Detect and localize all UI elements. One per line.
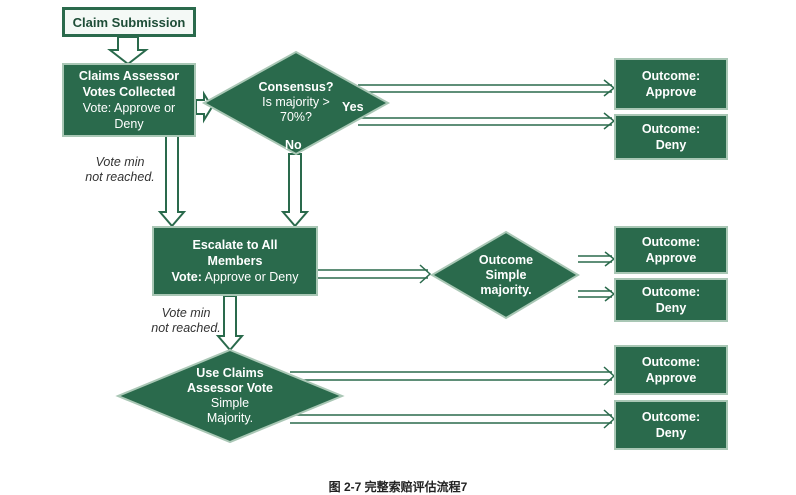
outcome-1-title: Outcome: [641, 69, 701, 83]
arrow-majority-to-deny [578, 286, 616, 302]
escalate-body: Vote: Approve or Deny [172, 269, 299, 285]
vote-min-note-2: Vote min not reached. [138, 306, 234, 336]
outcome-approve-1: Outcome: Approve [614, 58, 728, 110]
escalate-title-1: Escalate to All [192, 238, 278, 252]
consensus-line-3: 70%? [280, 110, 312, 124]
assessor-votes-node: Claims Assessor Votes Collected Vote: Ap… [62, 63, 196, 137]
outcome-4-title: Outcome: [641, 285, 701, 299]
consensus-decision-shape [201, 50, 391, 156]
assessor-vote-line-1: Use Claims [196, 366, 264, 380]
outcome-deny-3: Outcome: Deny [614, 400, 728, 450]
consensus-no-label: No [285, 138, 302, 152]
note-1-line-1: Vote min [95, 155, 145, 169]
assessor-votes-title-1: Claims Assessor [78, 69, 180, 83]
escalate-title-2: Members [207, 254, 263, 268]
claim-submission-node: Claim Submission [62, 7, 196, 37]
note-2-line-2: not reached. [151, 321, 221, 335]
figure-caption: 图 2-7 完整索赔评估流程7 [328, 480, 468, 494]
arrow-assessor-vote-to-approve [290, 366, 616, 386]
outcome-4-value: Deny [655, 301, 687, 315]
assessor-vote-line-4: Majority. [206, 411, 254, 425]
majority-line-1: Outcome [478, 253, 534, 267]
majority-text: Outcome Simple majority. [456, 253, 556, 298]
assessor-votes-body: Vote: Approve or Deny [82, 101, 176, 131]
consensus-line-2: Is majority > [262, 95, 330, 109]
note-2-line-1: Vote min [161, 306, 211, 320]
arrow-assessor-to-escalate [157, 135, 187, 228]
arrow-start-to-assessor [107, 36, 149, 66]
outcome-approve-3: Outcome: Approve [614, 345, 728, 395]
consensus-text: Consensus? Is majority > 70%? [236, 80, 356, 125]
note-1-line-2: not reached. [85, 170, 155, 184]
arrow-majority-to-approve [578, 251, 616, 267]
outcome-3-title: Outcome: [641, 235, 701, 249]
assessor-vote-line-2: Assessor Vote [187, 381, 273, 395]
outcome-2-value: Deny [655, 138, 687, 152]
outcome-5-title: Outcome: [641, 355, 701, 369]
outcome-6-title: Outcome: [641, 410, 701, 424]
outcome-deny-1: Outcome: Deny [614, 114, 728, 160]
escalate-body-text: Approve or Deny [204, 270, 299, 284]
assessor-votes-title-2: Votes Collected [82, 85, 176, 99]
arrow-escalate-to-assessor-vote [215, 295, 245, 352]
majority-decision-shape [430, 230, 580, 320]
vote-min-note-1: Vote min not reached. [72, 155, 168, 185]
consensus-line-1: Consensus? [258, 80, 334, 94]
arrow-assessor-vote-to-deny [290, 409, 616, 429]
consensus-yes-label: Yes [342, 100, 364, 114]
outcome-1-value: Approve [645, 85, 697, 99]
outcome-3-value: Approve [645, 251, 697, 265]
majority-line-3: majority. [480, 283, 532, 297]
arrow-escalate-to-majority [318, 264, 432, 284]
arrow-consensus-no-to-escalate [280, 153, 310, 228]
assessor-vote-decision-shape [115, 348, 345, 444]
outcome-approve-2: Outcome: Approve [614, 226, 728, 274]
assessor-vote-line-3: Simple [210, 396, 250, 410]
majority-line-2: Simple [485, 268, 527, 282]
escalate-body-bold: Vote: [171, 270, 202, 284]
assessor-vote-text: Use Claims Assessor Vote Simple Majority… [170, 366, 290, 426]
outcome-5-value: Approve [645, 371, 697, 385]
outcome-2-title: Outcome: [641, 122, 701, 136]
escalate-node: Escalate to All Members Vote: Approve or… [152, 226, 318, 296]
arrow-consensus-to-approve [358, 79, 616, 97]
arrow-consensus-to-deny [358, 112, 616, 130]
outcome-6-value: Deny [655, 426, 687, 440]
claim-submission-label: Claim Submission [72, 14, 186, 30]
outcome-deny-2: Outcome: Deny [614, 278, 728, 322]
